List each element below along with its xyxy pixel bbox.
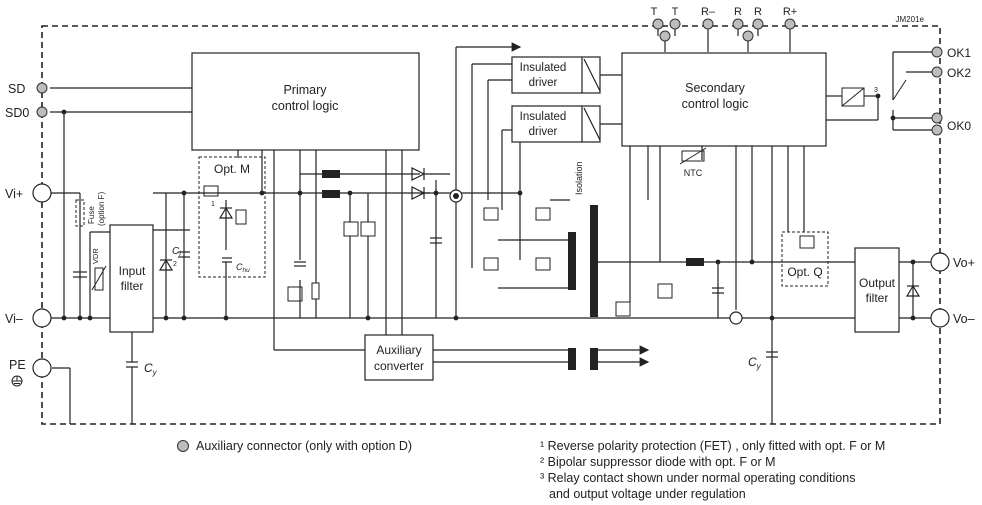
isolation-label: Isolation [574, 161, 584, 195]
vi-plus-label: Vi+ [5, 187, 23, 201]
relay-wiring [826, 51, 932, 131]
opt-q-fet [799, 235, 815, 249]
vdr-label: VDR [91, 248, 100, 264]
primary-block-line1: Primary [283, 83, 327, 97]
vo-minus-terminal[interactable] [930, 308, 950, 328]
vdr-symbol [91, 265, 107, 291]
opt-m-label: Opt. M [214, 162, 250, 176]
auxiliary-converter-block [364, 334, 434, 381]
sd-label: SD [8, 82, 25, 96]
vi-minus-label: Vi– [5, 312, 23, 326]
opt-q-area [781, 231, 829, 287]
enclosure-boundary [41, 25, 941, 425]
footnote-ref-1: 1 [211, 201, 215, 208]
drawing-id: JM201e [896, 15, 925, 24]
ok0a-aux-connector[interactable] [931, 112, 943, 124]
cy-input-label: Cy [144, 361, 158, 377]
footnote-3: ³ Relay contact shown under normal opera… [540, 471, 856, 485]
output-crossover-loop [729, 311, 743, 325]
primary-block-line2: control logic [272, 99, 339, 113]
ok2-aux-connector[interactable] [931, 66, 943, 78]
ci-label: Ci [172, 246, 181, 258]
input-filter-line1: Input [119, 264, 146, 278]
top-terminal-t1: T [651, 6, 658, 18]
earth-ground-icon [11, 375, 23, 387]
chu-label: Chu [236, 262, 250, 274]
junction-dots [61, 93, 916, 321]
r-join-aux [742, 30, 754, 42]
legend-aux-connector-text: Auxiliary connector (only with option D) [196, 439, 413, 453]
pe-label: PE [9, 358, 26, 372]
footnote-2: ² Bipolar suppressor diode with opt. F o… [540, 455, 776, 469]
input-filter-line2: filter [121, 279, 144, 293]
aux-converter-line2: converter [374, 359, 424, 373]
relay-note-ref: 3 [874, 87, 878, 94]
r-plus-aux-connector[interactable] [784, 18, 796, 30]
vo-plus-label: Vo+ [953, 256, 975, 270]
input-cy-capacitor [126, 332, 138, 424]
output-filter-block [854, 247, 900, 333]
primary-control-logic-block [191, 52, 420, 151]
footnote-1: ¹ Reverse polarity protection (FET) , on… [540, 439, 886, 453]
aux-converter-line1: Auxiliary [376, 343, 421, 357]
opt-m-area [198, 156, 266, 278]
primary-components [153, 150, 520, 351]
top-terminal-r2: R [754, 6, 762, 18]
sd0-aux-connector[interactable] [36, 106, 48, 118]
driver-2-slash [583, 107, 601, 141]
ntc-label: NTC [684, 168, 703, 178]
cy-output-label: Cy [748, 355, 762, 371]
vi-minus-terminal[interactable] [32, 308, 52, 328]
sd0-label: SD0 [5, 106, 29, 120]
vo-plus-terminal[interactable] [930, 252, 950, 272]
pe-terminal[interactable] [32, 358, 52, 378]
input-capacitor [73, 271, 87, 278]
ok1-aux-connector[interactable] [931, 46, 943, 58]
footnote-ref-2: 2 [173, 261, 177, 268]
ok1-label: OK1 [947, 46, 971, 60]
fuse-option-label: (option F) [97, 191, 106, 226]
driver1-line1: Insulated [520, 62, 567, 74]
secondary-components [420, 42, 805, 424]
r2-aux-connector[interactable] [752, 18, 764, 30]
vo-minus-label: Vo– [953, 312, 975, 326]
driver2-line2: driver [529, 126, 558, 138]
ok2-label: OK2 [947, 66, 971, 80]
output-filter-line2: filter [866, 291, 889, 305]
opt-q-label: Opt. Q [787, 265, 822, 279]
top-terminal-t2: T [672, 6, 679, 18]
driver-1-slash [583, 58, 601, 92]
t-join-aux [659, 30, 671, 42]
fuse-label: Fuse [87, 206, 96, 224]
fuse-symbol [75, 199, 85, 227]
ok0b-aux-connector[interactable] [931, 124, 943, 136]
footnote-3-continued: and output voltage under regulation [549, 487, 746, 501]
secondary-block-line2: control logic [682, 97, 749, 111]
t2-aux-connector[interactable] [669, 18, 681, 30]
top-terminal-r1: R [734, 6, 742, 18]
secondary-control-logic-block [621, 52, 827, 147]
vi-plus-terminal[interactable] [32, 183, 52, 203]
t1-aux-connector[interactable] [652, 18, 664, 30]
output-filter-line1: Output [859, 276, 896, 290]
ok0-label: OK0 [947, 119, 971, 133]
r-minus-aux-connector[interactable] [702, 18, 714, 30]
top-terminal-r-plus: R+ [783, 6, 797, 18]
driver2-line1: Insulated [520, 111, 567, 123]
top-terminal-r-minus: R– [701, 6, 716, 18]
crossover-dot [453, 193, 459, 199]
secondary-block-line1: Secondary [685, 81, 746, 95]
driver1-line2: driver [529, 77, 558, 89]
r1-aux-connector[interactable] [732, 18, 744, 30]
opt-m-components [203, 185, 247, 318]
output-suppressor-diode [905, 284, 921, 297]
legend-aux-connector-icon [177, 440, 189, 452]
sd-aux-connector[interactable] [36, 82, 48, 94]
